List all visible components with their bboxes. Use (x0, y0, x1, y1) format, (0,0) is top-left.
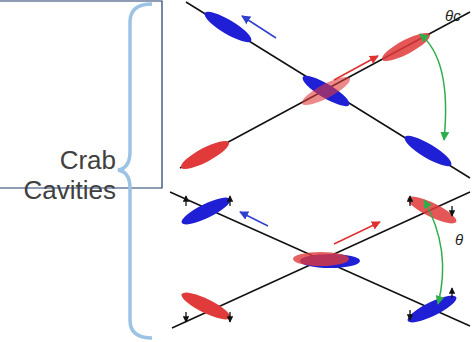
crab-crossing (170, 192, 470, 328)
angle-label: θ (455, 232, 471, 249)
angle-label: θc (445, 8, 471, 25)
curly-brace (118, 4, 152, 338)
group-label: Crab Cavities (10, 146, 116, 206)
head-on-crossing (178, 2, 470, 178)
